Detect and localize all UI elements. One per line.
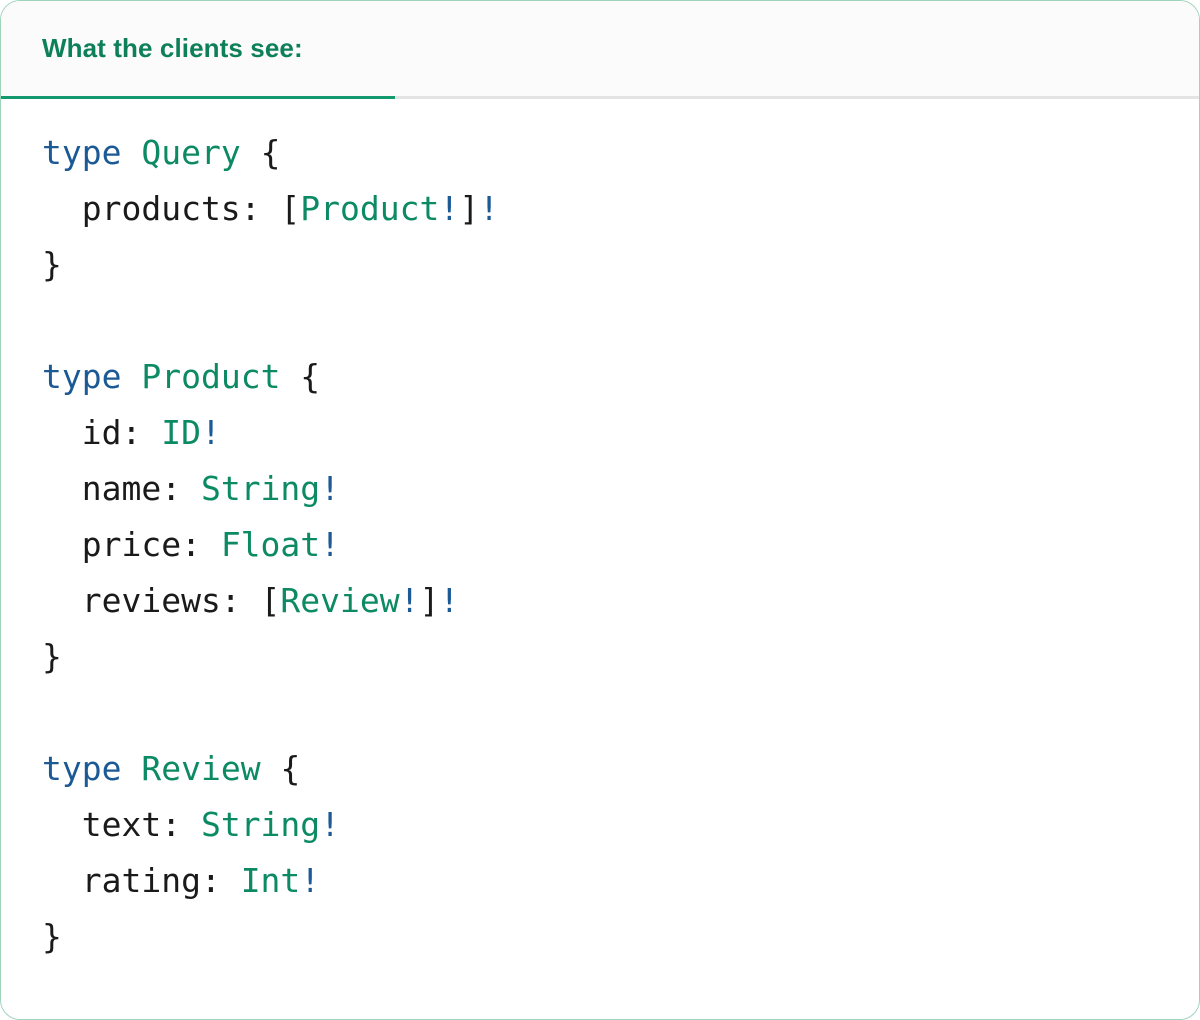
token-type-ref: String bbox=[200, 805, 321, 844]
token-non-null: ! bbox=[479, 189, 499, 228]
code-line-blank bbox=[42, 293, 1199, 349]
token-field-name: name: bbox=[42, 469, 201, 508]
token-brace: { bbox=[240, 133, 281, 172]
token-non-null: ! bbox=[300, 861, 321, 900]
code-line: } bbox=[42, 237, 1199, 293]
token-type-name: Query bbox=[141, 133, 241, 172]
token-keyword: type bbox=[42, 133, 122, 172]
code-line: text: String! bbox=[42, 797, 1199, 853]
token-type-ref: Review bbox=[280, 581, 400, 620]
token-non-null: ! bbox=[320, 525, 341, 564]
token-brace: { bbox=[280, 357, 321, 396]
graphql-schema-code: type Query { products: [Product!]!} type… bbox=[42, 125, 1199, 965]
token-field-name: text: bbox=[42, 805, 201, 844]
token-field-name: rating: bbox=[42, 861, 241, 900]
token-space bbox=[121, 133, 141, 172]
token-non-null: ! bbox=[200, 413, 221, 452]
token-brace: } bbox=[42, 245, 62, 284]
tab-strip: What the clients see: bbox=[1, 1, 1199, 99]
code-line: type Product { bbox=[42, 349, 1199, 405]
token-non-null: ! bbox=[320, 469, 341, 508]
token-space bbox=[121, 749, 141, 788]
token-type-ref: Int bbox=[240, 861, 301, 900]
token-type-ref: Float bbox=[220, 525, 321, 564]
code-line: products: [Product!]! bbox=[42, 181, 1199, 237]
token-type-name: Product bbox=[141, 357, 281, 396]
token-brace: } bbox=[42, 637, 62, 676]
token-non-null: ! bbox=[439, 581, 460, 620]
token-non-null: ! bbox=[439, 189, 460, 228]
token-space bbox=[121, 357, 141, 396]
code-line: name: String! bbox=[42, 461, 1199, 517]
code-line: id: ID! bbox=[42, 405, 1199, 461]
token-keyword: type bbox=[42, 749, 122, 788]
token-field-name: id: bbox=[42, 413, 162, 452]
token-brace: } bbox=[42, 917, 62, 956]
token-non-null: ! bbox=[399, 581, 420, 620]
token-non-null: ! bbox=[320, 805, 341, 844]
code-line: reviews: [Review!]! bbox=[42, 573, 1199, 629]
tab-label: What the clients see: bbox=[42, 33, 303, 63]
token-type-ref: ID bbox=[161, 413, 201, 452]
token-field-name: products: bbox=[42, 189, 281, 228]
token-bracket-open: [ bbox=[280, 189, 301, 228]
token-field-name: reviews: bbox=[42, 581, 261, 620]
code-line: type Query { bbox=[42, 125, 1199, 181]
code-line: price: Float! bbox=[42, 517, 1199, 573]
token-type-ref: String bbox=[200, 469, 321, 508]
code-line: rating: Int! bbox=[42, 853, 1199, 909]
code-line-blank bbox=[42, 685, 1199, 741]
token-bracket-close: ] bbox=[419, 581, 440, 620]
code-line: } bbox=[42, 909, 1199, 965]
token-field-name: price: bbox=[42, 525, 221, 564]
code-line: type Review { bbox=[42, 741, 1199, 797]
token-type-ref: Product bbox=[300, 189, 440, 228]
code-panel[interactable]: type Query { products: [Product!]!} type… bbox=[1, 99, 1199, 965]
tab-what-the-clients-see[interactable]: What the clients see: bbox=[1, 1, 395, 99]
code-line: } bbox=[42, 629, 1199, 685]
token-brace: { bbox=[260, 749, 301, 788]
token-bracket-open: [ bbox=[260, 581, 281, 620]
token-keyword: type bbox=[42, 357, 122, 396]
token-bracket-close: ] bbox=[459, 189, 480, 228]
token-type-name: Review bbox=[141, 749, 261, 788]
